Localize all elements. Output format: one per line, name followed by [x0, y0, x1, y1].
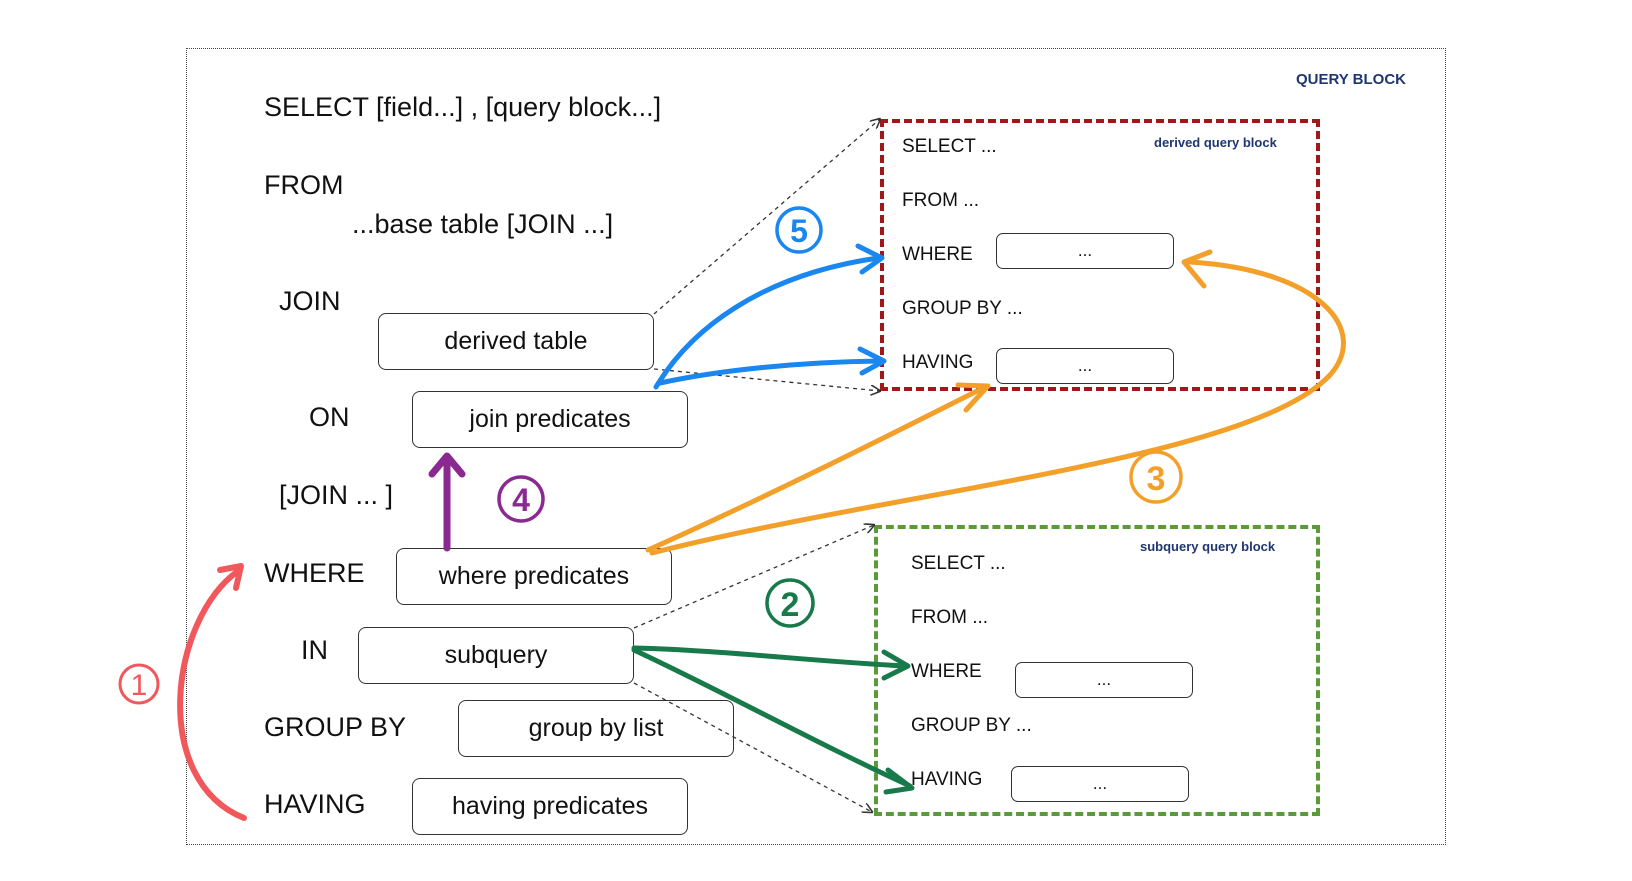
derived-from: FROM ... — [902, 190, 980, 211]
step-3-arrowhead-having — [955, 382, 991, 413]
step-4-label: 4 — [512, 482, 530, 518]
step-3-arrow-where — [649, 259, 1346, 556]
step-1-marker — [118, 663, 160, 705]
derived-projection-bottom — [653, 368, 880, 391]
step-5-arrow-where — [653, 255, 881, 390]
step-5-arrow-having — [657, 358, 883, 386]
step-4-marker — [497, 475, 545, 523]
subquery-query-block-title: subquery query block — [1140, 539, 1276, 554]
step-2-label: 2 — [781, 586, 800, 624]
step-1-label: 1 — [131, 669, 148, 702]
subquery-box: subquery — [358, 627, 634, 684]
query-block-frame — [186, 48, 1446, 845]
having-predicates-box: having predicates — [412, 778, 688, 835]
from-label: FROM — [264, 170, 344, 200]
derived-query-block-frame — [880, 119, 1320, 391]
step-5-arrowhead-where — [855, 243, 885, 275]
step-3-arrow-having — [645, 385, 986, 553]
subquery-group-by: GROUP BY ... — [911, 715, 1032, 736]
step-4-arrowhead — [428, 452, 466, 478]
subquery-projection-top — [633, 525, 874, 629]
subquery-from: FROM ... — [911, 607, 989, 628]
in-label: IN — [301, 635, 328, 665]
query-block-title: QUERY BLOCK — [1296, 71, 1407, 88]
derived-group-by: GROUP BY ... — [902, 298, 1023, 319]
from-detail: ...base table [JOIN ...] — [352, 209, 614, 239]
group-by-label: GROUP BY — [264, 712, 407, 742]
step-3-arrowhead-where — [1181, 249, 1213, 289]
derived-where: WHERE — [902, 244, 973, 265]
derived-having: HAVING — [902, 352, 974, 373]
derived-where-box: ... — [996, 233, 1174, 269]
step-5-label: 5 — [790, 213, 808, 249]
subquery-query-block-frame — [874, 525, 1320, 816]
derived-having-box: ... — [996, 348, 1174, 384]
derived-query-block-title: derived query block — [1154, 135, 1277, 150]
subquery-projection-bottom — [633, 682, 872, 812]
step-5-arrowhead-having — [857, 346, 887, 376]
step-2-arrowhead-where — [881, 649, 911, 681]
join-label: JOIN — [279, 286, 341, 316]
join-predicates-box: join predicates — [412, 391, 688, 448]
derived-select: SELECT ... — [902, 136, 997, 157]
derived-projection-top — [653, 119, 880, 315]
group-by-list-box: group by list — [458, 700, 734, 757]
derived-table-box: derived table — [378, 313, 654, 370]
step-1-arrowhead — [217, 563, 244, 591]
subquery-where-box: ... — [1015, 662, 1193, 698]
step-2-arrow-having — [631, 647, 913, 789]
step-5-marker — [775, 206, 823, 254]
join-more-label: [JOIN ... ] — [279, 480, 394, 510]
select-clause: SELECT [field...] , [query block...] — [264, 92, 662, 122]
step-3-marker — [1129, 450, 1183, 504]
step-2-arrow-where — [631, 645, 909, 669]
subquery-having: HAVING — [911, 769, 983, 790]
where-predicates-box: where predicates — [396, 548, 672, 605]
where-label: WHERE — [264, 558, 365, 588]
step-2-marker — [765, 578, 815, 628]
subquery-having-box: ... — [1011, 766, 1189, 802]
subquery-where: WHERE — [911, 661, 982, 682]
step-1-arrow — [177, 568, 247, 821]
step-2-arrowhead-having — [883, 767, 915, 795]
subquery-select: SELECT ... — [911, 553, 1006, 574]
having-label: HAVING — [264, 789, 366, 819]
step-3-label: 3 — [1147, 460, 1166, 498]
on-label: ON — [309, 402, 350, 432]
